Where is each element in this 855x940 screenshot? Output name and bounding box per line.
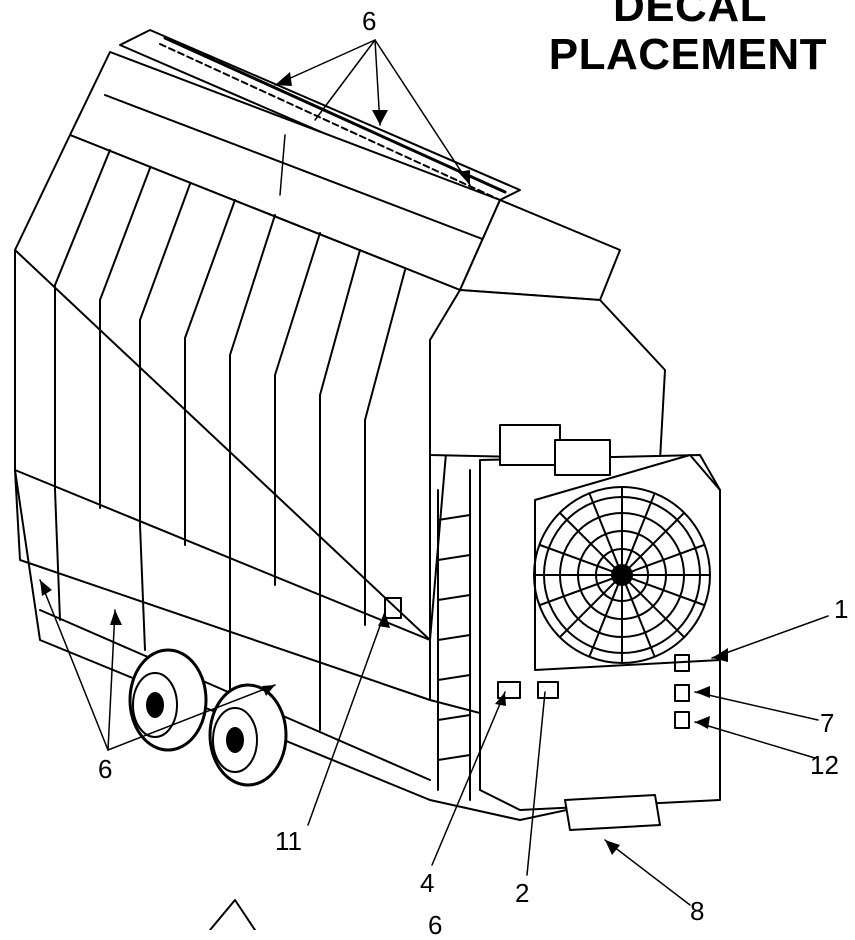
callout-1: 1 — [834, 594, 849, 624]
callout-4: 4 — [420, 868, 435, 898]
wheel-front — [128, 648, 208, 752]
callout-6-cut: 6 — [428, 910, 443, 940]
leader-lines — [39, 39, 829, 906]
ladder — [437, 469, 471, 801]
callout-6-bottom: 6 — [98, 754, 113, 784]
top-auger-trough — [119, 29, 521, 206]
callout-2: 2 — [515, 878, 530, 908]
diagram-title-line1: DECAL — [612, 0, 767, 31]
fan-guard — [533, 486, 711, 664]
fan-housing — [479, 424, 721, 811]
wheel-rear — [208, 683, 288, 787]
callout-12: 12 — [810, 750, 839, 780]
callout-6-top: 6 — [362, 6, 377, 36]
callout-8: 8 — [690, 896, 705, 926]
callout-11: 11 — [275, 826, 302, 856]
callout-7: 7 — [820, 708, 835, 738]
column-panels — [14, 134, 461, 641]
leader-arrowheads — [40, 72, 728, 855]
partial-view-fragment — [209, 899, 256, 931]
diagram-title-line2: PLACEMENT — [548, 30, 827, 79]
bottom-control-box — [564, 794, 661, 831]
decal-markers — [384, 597, 690, 729]
